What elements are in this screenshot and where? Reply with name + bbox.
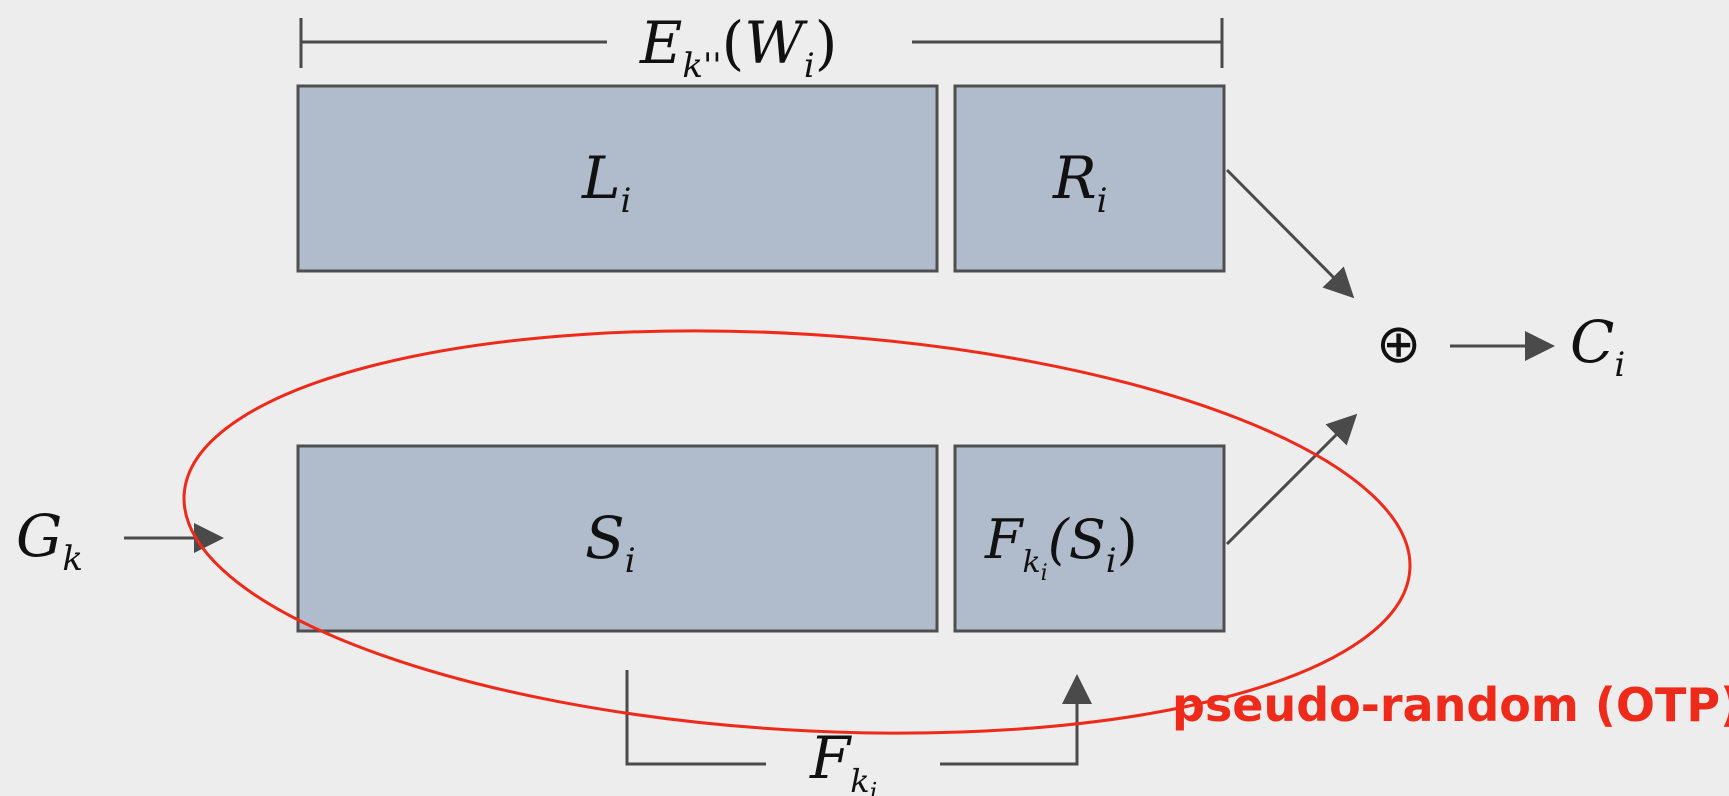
label-right-half: Ri [1052,144,1108,221]
fk-bracket [625,670,1092,766]
arrow-r-to-xor [1225,168,1355,299]
arrow-f-to-xor [1225,413,1358,546]
pseudo-random-annotation: pseudo-random (OTP) [1172,678,1729,732]
xor-symbol: ⊕ [1376,312,1421,375]
box-right-half [953,84,1226,273]
box-s [296,444,939,633]
label-s: Si [585,504,636,581]
box-f [953,444,1226,633]
label-c: Ci [1570,308,1625,385]
label-g: Gk [16,502,83,579]
label-left-half: Li [581,144,631,221]
pseudo-random-ellipse [182,329,1412,735]
label-fk: Fki [809,724,877,796]
encryption-label: Ek''(Wi) [639,9,837,86]
label-f-of-s: Fki(Si) [984,508,1138,586]
encryption-bracket [299,18,1224,68]
box-left-half [296,84,939,273]
